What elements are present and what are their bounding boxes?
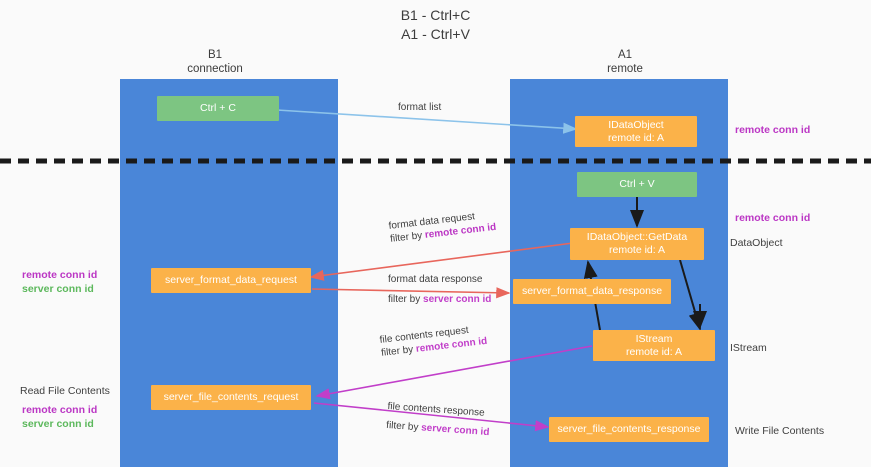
annotation-istream: IStream <box>730 342 767 354</box>
column-header-a1-name: A1 <box>617 49 633 61</box>
node-getdata-line1: IDataObject::GetData <box>586 231 688 243</box>
column-header-b1: B1 connection <box>140 48 290 76</box>
node-ctrl-v-label: Ctrl + V <box>619 178 655 190</box>
node-idataobject[interactable]: IDataObject remote id: A <box>575 116 697 147</box>
node-istream-line2: remote id: A <box>625 345 683 358</box>
node-server-file-contents-response[interactable]: server_file_contents_response <box>549 417 709 442</box>
annotation-left-remote-conn-id-2: remote conn id <box>22 404 98 416</box>
node-idataobject-line2: remote id: A <box>607 131 665 144</box>
node-server-format-data-response[interactable]: server_format_data_response <box>513 279 671 304</box>
node-ctrl-v[interactable]: Ctrl + V <box>577 172 697 197</box>
node-istream-line1: IStream <box>635 332 673 345</box>
column-header-b1-name: B1 <box>207 49 223 61</box>
node-getdata[interactable]: IDataObject::GetData remote id: A <box>570 228 704 260</box>
node-server-file-contents-request[interactable]: server_file_contents_request <box>151 385 311 410</box>
column-header-a1: A1 remote <box>550 48 700 76</box>
node-server-format-data-response-label: server_format_data_response <box>521 285 663 297</box>
edge-label-format-data-response: format data response filter by server co… <box>388 273 491 306</box>
column-header-b1-sub: connection <box>187 63 243 75</box>
edge-label-format-data-response-line2: filter by server conn id <box>388 293 491 306</box>
node-getdata-line2: remote id: A <box>608 244 666 256</box>
filter-value-server-conn-id: server conn id <box>423 294 492 305</box>
diagram-title: B1 - Ctrl+C A1 - Ctrl+V <box>0 6 871 44</box>
column-header-a1-sub: remote <box>607 63 643 75</box>
filter-prefix-4: filter by <box>385 419 422 434</box>
annotation-remote-conn-id-top: remote conn id <box>735 124 811 136</box>
annotation-left-server-conn-id-2: server conn id <box>22 418 94 430</box>
filter-prefix-3: filter by <box>380 343 417 359</box>
node-ctrl-c-label: Ctrl + C <box>200 102 236 114</box>
annotation-left-server-conn-id: server conn id <box>22 283 94 295</box>
edge-label-format-list: format list <box>398 102 442 113</box>
edge-label-format-data-response-line1: format data response <box>388 274 483 285</box>
node-istream[interactable]: IStream remote id: A <box>593 330 715 361</box>
title-line-2: A1 - Ctrl+V <box>401 26 470 42</box>
annotation-left-remote-conn-id: remote conn id <box>22 269 98 281</box>
edge-label-file-contents-response: file contents response filter by server … <box>386 400 491 439</box>
node-ctrl-c[interactable]: Ctrl + C <box>157 96 279 121</box>
title-line-1: B1 - Ctrl+C <box>400 7 471 23</box>
node-server-format-data-request-label: server_format_data_request <box>165 274 297 286</box>
filter-prefix: filter by <box>389 229 426 245</box>
node-idataobject-line1: IDataObject <box>608 118 664 131</box>
filter-value-server-conn-id-2: server conn id <box>420 422 490 439</box>
edge-label-file-contents-request: file contents request filter by remote c… <box>379 322 488 360</box>
annotation-dataobject: DataObject <box>730 237 783 249</box>
filter-prefix-2: filter by <box>388 294 424 305</box>
node-server-file-contents-response-label: server_file_contents_response <box>557 423 701 435</box>
annotation-write-file-contents: Write File Contents <box>735 425 825 437</box>
edge-label-file-contents-response-line2: filter by server conn id <box>386 419 490 439</box>
node-server-format-data-request[interactable]: server_format_data_request <box>151 268 311 293</box>
edge-label-format-data-request: format data request filter by remote con… <box>388 208 497 246</box>
edge-label-file-contents-response-line1: file contents response <box>387 400 485 419</box>
annotation-remote-conn-id-mid: remote conn id <box>735 212 811 224</box>
annotation-read-file-contents: Read File Contents <box>20 385 110 397</box>
node-server-file-contents-request-label: server_file_contents_request <box>163 391 299 403</box>
